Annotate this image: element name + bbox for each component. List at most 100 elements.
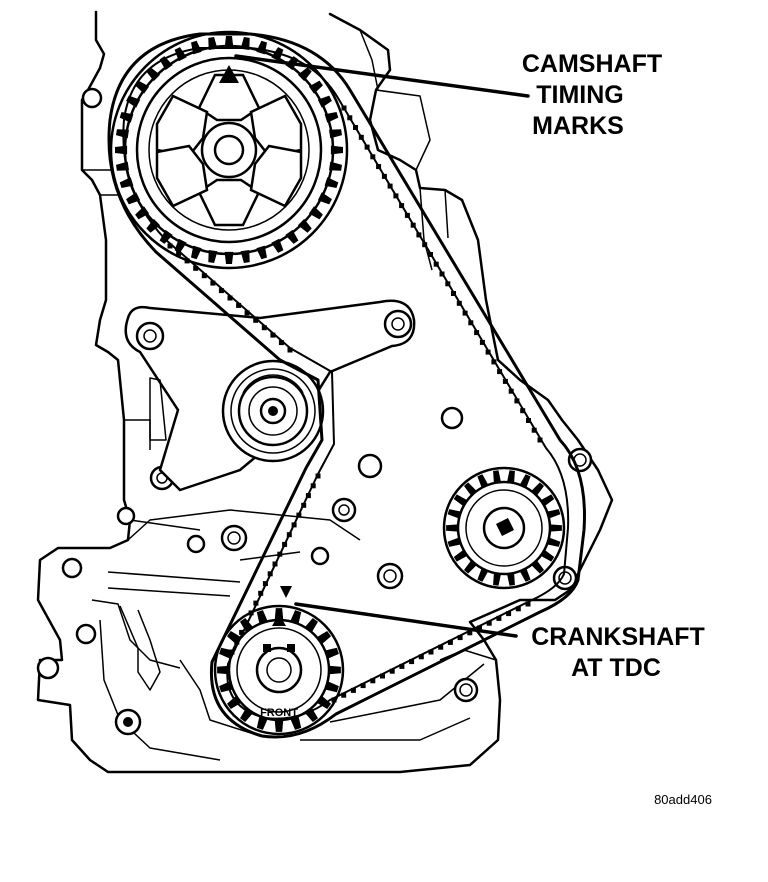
belt-tooth (364, 144, 370, 150)
belt-tooth (451, 291, 456, 296)
belt-tooth (262, 581, 268, 587)
front-mark-text: FRONT (260, 707, 298, 719)
sprocket-tooth (519, 474, 531, 488)
sprocket-tooth (493, 470, 501, 484)
belt-tooth (467, 630, 473, 636)
sprocket-tooth (297, 218, 312, 233)
belt-tooth (370, 678, 376, 684)
sprocket-tooth (507, 572, 515, 586)
sprocket-tooth (317, 192, 332, 205)
belt-tooth (278, 340, 284, 346)
crankshaft-at-tdc-label: CRANKSHAFT AT TDC (531, 623, 705, 682)
belt-tooth (496, 615, 502, 621)
belt-tooth (176, 250, 182, 256)
belt-tooth (353, 125, 358, 130)
belt-tooth (310, 483, 316, 489)
belt-tooth (520, 408, 526, 414)
belt-tooth (258, 590, 264, 596)
camshaft-label-line2: TIMING (536, 81, 624, 109)
belt-tooth (438, 644, 444, 650)
belt-tooth (286, 532, 292, 538)
belt-tooth (418, 654, 424, 660)
sprocket-tooth (519, 568, 531, 582)
belt-tooth (514, 398, 520, 404)
tensioner-pulley (221, 359, 325, 463)
sprocket-tooth (240, 250, 250, 263)
belt-tooth (515, 606, 521, 612)
sprocket-tooth (256, 716, 268, 730)
belt-tooth (315, 473, 321, 479)
belt-tooth (243, 620, 249, 626)
sprocket-tooth (447, 509, 461, 519)
sprocket-tooth (256, 245, 267, 260)
block-tdc-pointer-icon (280, 586, 292, 598)
sprocket-tooth (308, 206, 323, 220)
crankshaft-label-line1: CRANKSHAFT (531, 623, 705, 651)
belt-tooth (457, 635, 463, 641)
belt-tooth (358, 134, 364, 140)
belt-tooth (248, 610, 254, 616)
sprocket-tooth (329, 161, 342, 171)
sprocket-tooth (446, 524, 459, 532)
sprocket-tooth (119, 112, 134, 123)
sprocket-tooth (493, 572, 501, 586)
belt-tooth (261, 325, 267, 331)
belt-tooth (380, 673, 385, 679)
sprocket-tooth (135, 206, 150, 220)
timing-belt (107, 32, 586, 739)
belt-tooth (218, 288, 224, 294)
sprocket-tooth (256, 610, 268, 624)
belt-tooth (201, 273, 207, 279)
sprocket-tooth (477, 474, 489, 488)
camshaft-leader-line (234, 54, 530, 98)
belt-tooth (253, 600, 259, 606)
belt-tooth (341, 692, 347, 698)
sprocket-tooth (191, 245, 202, 260)
belt-tooth (491, 359, 497, 365)
belt-tooth (193, 265, 199, 271)
sprocket-tooth (547, 509, 561, 519)
belt-tooth (381, 173, 387, 179)
crankshaft-sprocket: FRONT (213, 604, 345, 736)
camshaft-timing-mark-icon (219, 65, 239, 83)
belt-tooth (270, 332, 276, 338)
sprocket-tooth (174, 47, 187, 62)
sprocket-tooth (329, 129, 342, 139)
sprocket-tooth (324, 112, 339, 123)
sprocket-tooth (208, 37, 218, 50)
belt-tooth (422, 242, 428, 248)
belt-tooth (410, 222, 416, 228)
belt-tooth (445, 281, 451, 287)
belt-tooth (210, 280, 216, 286)
sprocket-tooth (271, 47, 284, 62)
sprocket-tooth (240, 37, 250, 50)
belt-tooth (508, 388, 514, 394)
belt-tooth (468, 320, 474, 326)
belt-tooth (526, 418, 531, 423)
belt-tooth (447, 639, 453, 645)
sprocket-tooth (308, 80, 323, 94)
figure-code: 80add406 (654, 792, 712, 807)
belt-tooth (272, 561, 278, 567)
intermediate-shaft-sprocket (442, 466, 566, 590)
sprocket-tooth (274, 719, 284, 732)
belt-tooth (404, 212, 410, 218)
camshaft-timing-marks-label: CAMSHAFT TIMING MARKS (522, 50, 662, 140)
belt-tooth (234, 639, 240, 645)
belt-tooth (477, 625, 482, 631)
belt-tooth (184, 258, 190, 264)
belt-tooth (409, 659, 415, 665)
belt-tooth (462, 310, 468, 316)
belt-tooth (376, 164, 382, 170)
sprocket-tooth (447, 537, 461, 547)
belt-tooth (291, 522, 297, 528)
sprocket-tooth (330, 145, 343, 155)
sprocket-tooth (146, 67, 161, 82)
sprocket-tooth (317, 95, 332, 108)
belt-tooth (341, 105, 347, 111)
belt-tooth (428, 649, 434, 655)
sprocket-tooth (507, 470, 515, 484)
belt-tooth (502, 378, 508, 384)
belt-tooth (239, 629, 245, 635)
